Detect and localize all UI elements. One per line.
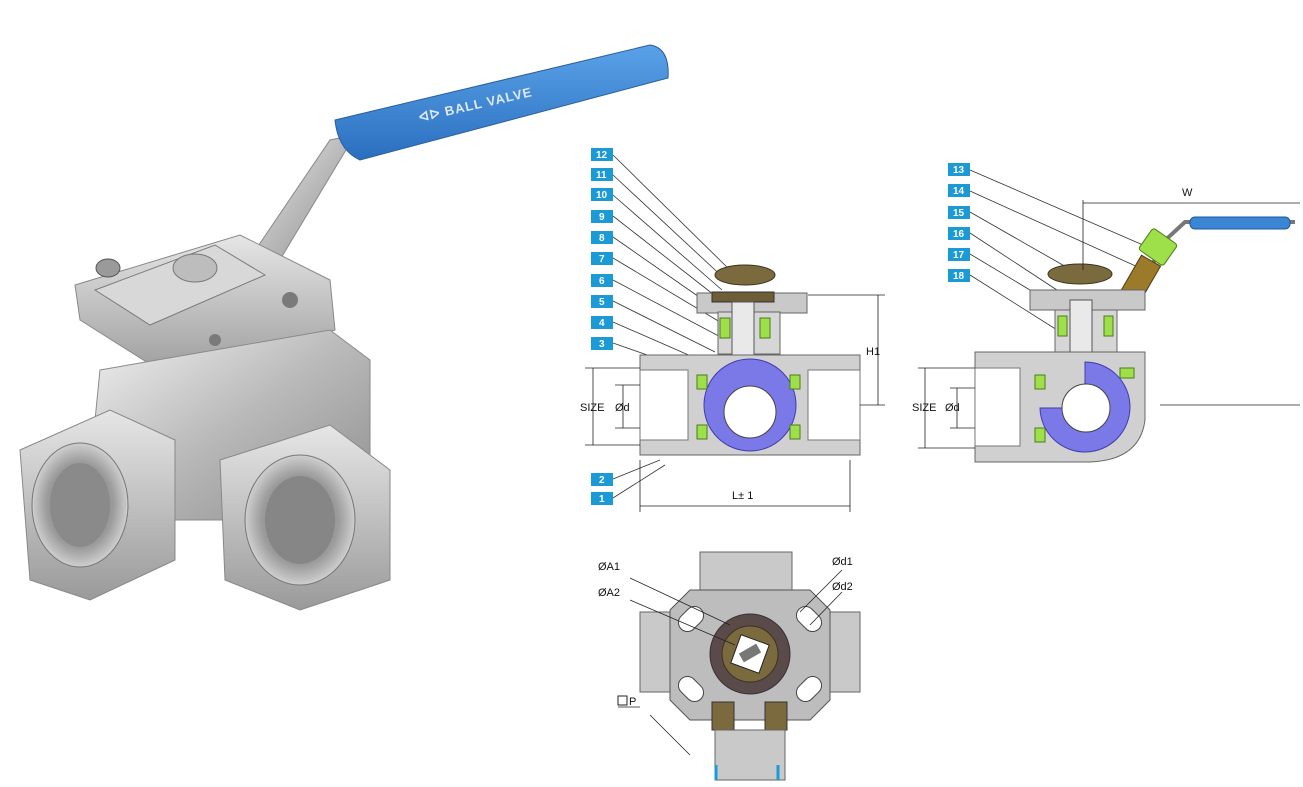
svg-text:16: 16 [953,229,965,240]
front-callouts: 13 14 15 16 17 18 [948,163,970,282]
stem-flat [738,643,762,663]
callout-badge: 13 [948,163,970,176]
stop-plate [93,244,267,326]
stem-nut [172,253,218,283]
svg-text:17: 17 [953,250,965,261]
callout-badge: 10 [591,188,613,201]
svg-text:13: 13 [953,165,965,176]
stem-washer [711,291,775,303]
dim-length: L± 1 [732,490,753,502]
callout-badge: 3 [591,337,613,350]
seat [1119,367,1135,379]
side-section-view: 12 11 10 9 8 7 6 5 4 3 2 1 [580,148,885,512]
mount-slot [795,605,823,633]
callout-badge: 5 [591,295,613,308]
stem-packing [719,317,731,339]
handle-grip-section [1189,216,1291,230]
stop-block [711,701,735,731]
callout-badge: 17 [948,248,970,261]
svg-text:1: 1 [599,494,605,505]
mount-slot [677,605,705,633]
svg-text:10: 10 [596,190,608,201]
svg-text:4: 4 [599,318,605,329]
svg-text:18: 18 [953,271,965,282]
svg-text:7: 7 [599,254,605,265]
callout-badge: 18 [948,269,970,282]
front-dimensions [918,200,1300,449]
callout-badge: 12 [591,148,613,161]
svg-text:14: 14 [953,186,965,197]
stem [1069,299,1093,356]
callout-badge: 1 [591,492,613,505]
side-callouts: 12 11 10 9 8 7 6 5 4 3 2 1 [591,148,613,505]
callout-badge: 2 [591,473,613,486]
callout-badge: 4 [591,316,613,329]
seat-left [696,374,708,390]
left-port-section [974,367,1021,447]
stem-packing [1057,315,1068,337]
handle-grip [334,44,669,161]
stem-packing [1103,315,1114,337]
ball-bore [723,385,777,439]
callout-badge: 7 [591,252,613,265]
dim-od: Ød [945,402,960,414]
seat-left [696,424,708,440]
top-view: ØA1 ØA2 Ød1 Ød2 P [598,551,861,781]
svg-text:6: 6 [599,276,605,287]
svg-text:12: 12 [596,150,608,161]
ball [1039,361,1131,453]
valve-photo: ᐊᐅ BALL VALVE [19,44,669,611]
dim-oa2: ØA2 [598,587,620,599]
svg-text:5: 5 [599,297,605,308]
mount-slot [677,675,705,703]
callout-badge: 8 [591,231,613,244]
lock-pin [95,258,121,278]
dim-p: P [629,696,636,708]
right-port-section [807,369,861,441]
dim-size: SIZE [912,402,936,414]
dim-oa1: ØA1 [598,561,620,573]
top-port-cap [699,551,793,591]
dim-size: SIZE [580,402,604,414]
svg-text:2: 2 [599,475,605,486]
svg-text:15: 15 [953,208,965,219]
dim-od2: Ød2 [832,581,853,593]
mount-hole [209,334,221,346]
dim-h1: H1 [866,346,880,358]
svg-text:9: 9 [599,212,605,223]
bottom-port-cap [714,729,786,781]
left-port-section [639,369,689,441]
seat-right [789,424,801,440]
dim-od1: Ød1 [832,556,853,568]
side-leader-lines [612,154,736,499]
stem-nut [1047,263,1113,285]
side-dimensions [585,294,885,512]
dim-w: W [1182,187,1193,199]
stem-packing [759,317,771,339]
front-section-view: 13 14 15 16 17 18 [912,163,1300,463]
svg-text:11: 11 [596,170,607,181]
ball-bore [1061,383,1111,433]
mount-slot [795,675,823,703]
callout-badge: 16 [948,227,970,240]
stop-block [764,701,788,731]
handle-nut [1138,228,1178,266]
p-box-icon [617,695,628,706]
callout-badge: 15 [948,206,970,219]
svg-text:8: 8 [599,233,605,244]
svg-text:3: 3 [599,339,605,350]
callout-badge: 11 [591,168,613,181]
callout-badge: 6 [591,274,613,287]
mount-hole [282,292,298,308]
callout-badge: 14 [948,184,970,197]
seat [1034,427,1046,443]
stem-nut [714,264,776,286]
seat [1034,374,1046,390]
top-leader-lines [618,569,843,756]
callout-badge: 9 [591,210,613,223]
dim-od: Ød [615,402,630,414]
seat-right [789,374,801,390]
